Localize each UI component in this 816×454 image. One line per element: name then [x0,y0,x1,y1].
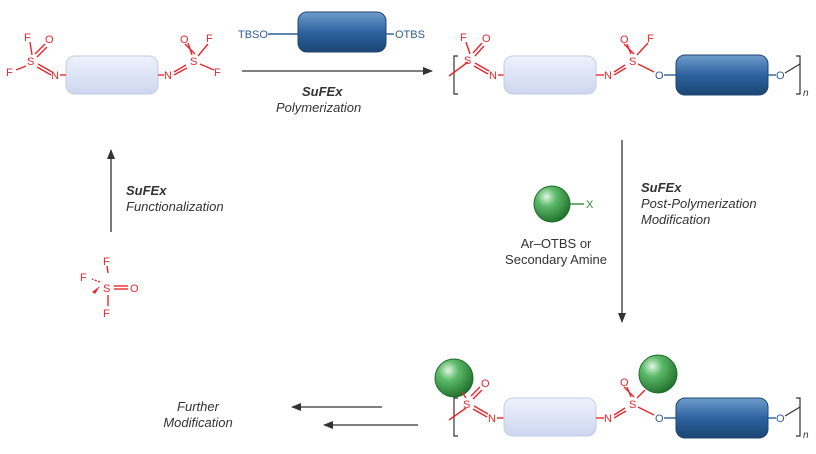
poly-top-f1: F [460,32,467,44]
poly-top-dark-block [675,54,769,96]
poly-top-o1: O [482,33,491,45]
dark-core-block [297,11,387,53]
further-line2: Modification [163,415,233,430]
step1-title: SuFEx [302,84,343,99]
further-line1: Further [177,399,219,414]
sof4-f-top: F [103,256,110,268]
poly-top-subscript: n [803,88,809,99]
poly-bottom-o-end: O [776,413,785,425]
step2-line2: Post-Polymerization [641,196,757,211]
poly-bottom-n2: N [604,413,612,425]
bottom-green-ball-right [638,354,678,394]
poly-top-n2: N [604,70,612,82]
step1-subtitle: Polymerization [276,100,362,115]
otbs-label: OTBS [395,29,425,41]
poly-bottom-s2: S [629,399,636,411]
thionyl-tetrafluoride [91,265,128,306]
step3-title: SuFEx [126,183,167,198]
poly-bottom-n1: N [488,413,496,425]
poly-top-o-end: O [776,70,785,82]
bottom-green-ball-left [434,358,474,398]
atom-o-right: O [180,34,189,46]
poly-top-o3: O [655,70,664,82]
bis-sulfurofluoridimidoyl-monomer: F O S F N N O S F F [6,32,221,95]
fluoro-polymer: F O S N N O S F O O n [448,32,809,99]
nucleophile-line1: Ar–OTBS or [520,236,592,251]
step2-line3: Modification [641,212,711,227]
atom-f-top-left: F [24,32,31,44]
bis-silyl-ether-reagent: TBSO OTBS [238,11,425,53]
step2-title: SuFEx [641,180,682,195]
poly-top-s2: S [629,56,636,68]
poly-top-o2: O [620,34,629,46]
poly-bottom-dark-block [675,397,769,439]
modified-polymer: O S N N O S O O n [434,354,809,441]
sof4-o: O [130,283,139,295]
poly-bottom-s1: S [463,399,470,411]
nucleophile-reagent: X [533,185,594,223]
poly-bottom-o1: O [481,378,490,390]
sof4-f-bottom: F [103,308,110,320]
nucleophile-x: X [586,199,594,211]
poly-top-s1: S [464,55,471,67]
atom-n-left: N [51,70,59,82]
poly-bottom-subscript: n [803,430,809,441]
poly-bottom-light-block [503,397,597,437]
green-ball [533,185,571,223]
step3-subtitle: Functionalization [126,199,224,214]
poly-bottom-o2: O [620,377,629,389]
tbso-label: TBSO [238,29,268,41]
atom-s-right: S [190,56,197,68]
light-core-block [65,55,159,95]
sof4-f-left: F [80,272,87,284]
atom-o-left: O [45,34,54,46]
atom-f-right: F [214,67,221,79]
poly-top-light-block [503,55,597,95]
poly-top-f2: F [647,33,654,45]
atom-f-left: F [6,67,13,79]
atom-n-right: N [164,70,172,82]
poly-top-n1: N [489,70,497,82]
nucleophile-line2: Secondary Amine [505,252,607,267]
sof4-s: S [103,283,110,295]
atom-f-top-right: F [206,33,213,45]
atom-s-left: S [27,56,34,68]
poly-bottom-o3: O [655,413,664,425]
